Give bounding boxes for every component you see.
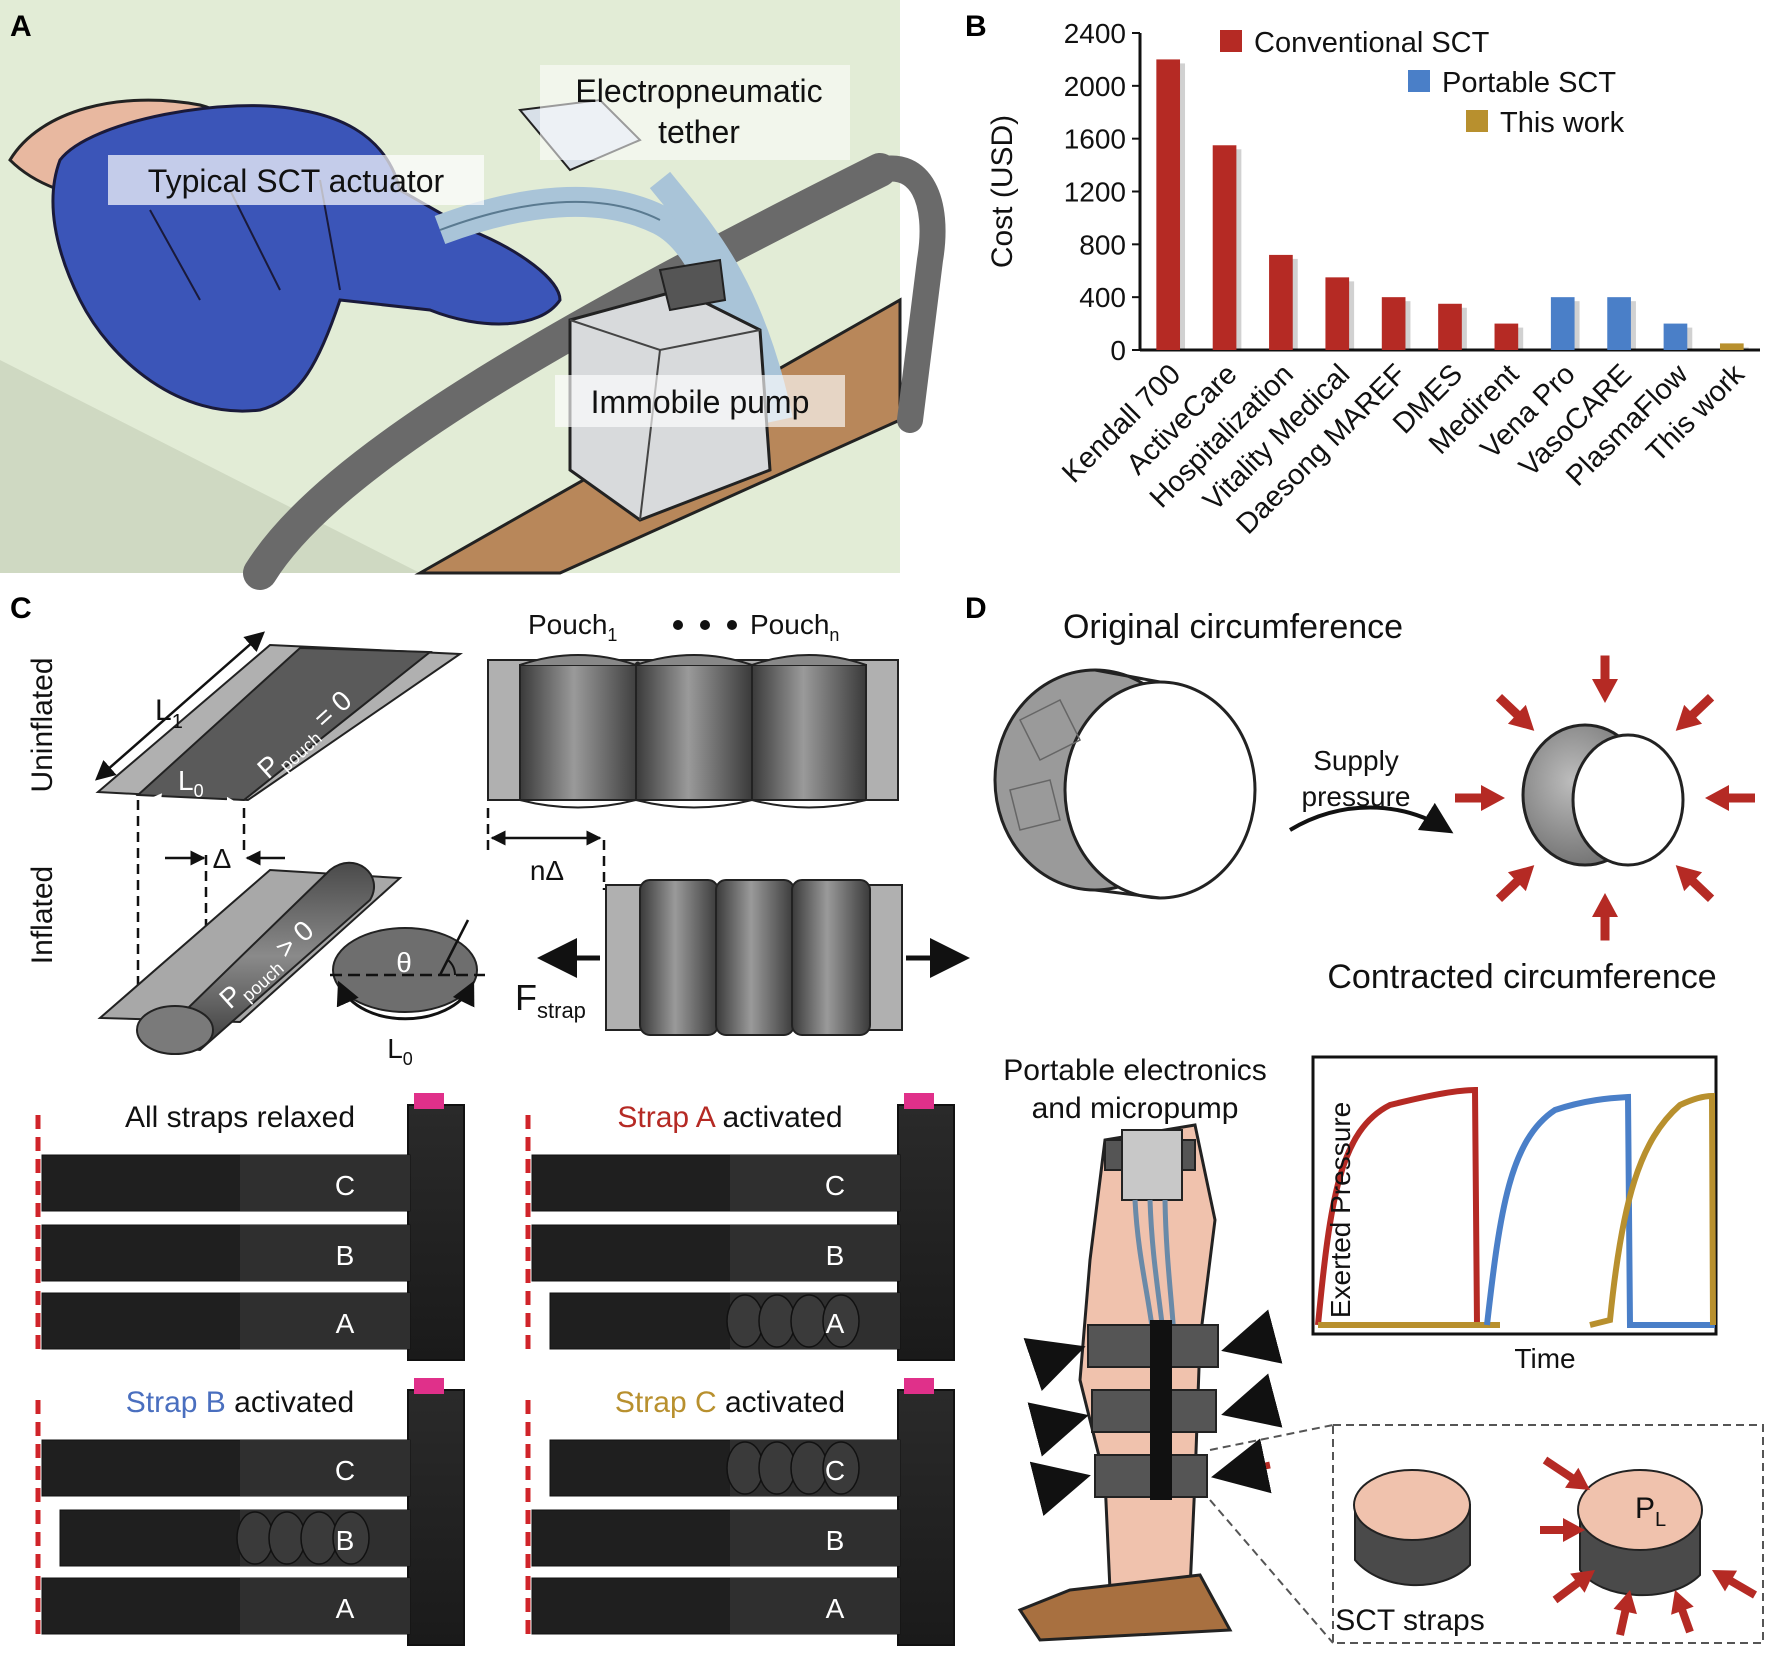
label-p-l: PL	[1635, 1492, 1666, 1531]
panel-d: D Original circumference Supply pressure…	[965, 592, 1764, 1644]
label-immobile-pump: Immobile pump	[591, 384, 810, 420]
pressure-plot: Exerted Pressure Time	[1311, 1055, 1718, 1374]
l1-dimension-arrow	[94, 631, 266, 781]
strap-letter: C	[825, 1170, 845, 1201]
shoe	[1017, 1573, 1233, 1642]
y-axis-label: Cost (USD)	[986, 115, 1019, 268]
label-l0: L0	[178, 765, 204, 801]
label-portable-electronics: Portable electronics	[1003, 1054, 1266, 1087]
label-electropneumatic: Electropneumatic	[575, 73, 822, 109]
contraction-arrows	[1455, 655, 1755, 941]
strap-photo-title: Strap A activated	[617, 1101, 842, 1134]
bar	[1325, 277, 1350, 350]
y-tick-label: 1600	[1064, 124, 1126, 155]
bar	[1494, 323, 1519, 350]
y-tick-label: 400	[1079, 282, 1126, 313]
panel-c: C Uninflated Inflated L1 L0 Ppouch = 0 Δ…	[10, 592, 970, 1646]
label-delta: Δ	[213, 843, 232, 874]
strap-letter: B	[336, 1525, 355, 1556]
bar	[1663, 323, 1688, 350]
bar	[1269, 254, 1293, 350]
panel-letter-b: B	[965, 10, 987, 43]
bar	[1212, 145, 1237, 350]
panel-a: A Typical SCT actuator Electropneumatic …	[0, 0, 946, 590]
y-tick-label: 2400	[1064, 18, 1126, 49]
electronics-box	[1121, 1129, 1183, 1201]
label-l0-arc: L0	[387, 1033, 413, 1069]
strap-photo-title: All straps relaxed	[125, 1101, 355, 1134]
pressure-plot-ylabel: Exerted Pressure	[1325, 1102, 1356, 1318]
legend-label: Conventional SCT	[1254, 27, 1490, 59]
label-pouch-1: Pouch1	[528, 609, 617, 645]
l0-dimension-arrow	[146, 793, 242, 812]
label-contracted-circumference: Contracted circumference	[1327, 958, 1716, 996]
legend-swatch	[1466, 110, 1488, 132]
pouch-array-inflated: Fstrap	[515, 879, 970, 1036]
y-tick-label: 1200	[1064, 177, 1126, 208]
strap-letter: A	[826, 1308, 845, 1339]
y-tick-label: 2000	[1064, 71, 1126, 102]
label-tether: tether	[658, 114, 740, 150]
original-band	[993, 668, 1257, 900]
strap-photo-title: Strap B activated	[126, 1386, 354, 1419]
label-inflated: Inflated	[26, 866, 59, 964]
strap-letter: B	[826, 1240, 845, 1271]
panel-letter-c: C	[10, 592, 32, 625]
legend-swatch	[1220, 30, 1242, 52]
label-typical-sct-actuator: Typical SCT actuator	[148, 163, 445, 199]
label-original-circumference: Original circumference	[1063, 608, 1403, 646]
pressure-plot-xlabel: Time	[1514, 1343, 1575, 1374]
label-sct-straps: SCT straps	[1335, 1604, 1485, 1637]
strap-letter: A	[826, 1593, 845, 1624]
bar	[1607, 297, 1631, 350]
bed-rail	[243, 153, 897, 590]
panel-letter-a: A	[10, 10, 32, 43]
uninflated-pouch-diagram: L1 L0 Ppouch = 0	[94, 631, 464, 812]
bar	[1550, 297, 1575, 350]
pouch-cross-section: θ L0	[330, 919, 485, 1069]
label-supply: Supply	[1313, 745, 1399, 776]
label-pouch-n: Pouchn	[750, 609, 839, 645]
legend-label: This work	[1500, 107, 1625, 139]
label-micropump: and micropump	[1032, 1092, 1239, 1125]
legend-label: Portable SCT	[1442, 67, 1616, 99]
y-tick-label: 800	[1079, 229, 1126, 260]
strap-letter: C	[335, 1455, 355, 1486]
label-uninflated: Uninflated	[26, 657, 59, 792]
contracted-band	[1521, 723, 1685, 867]
strap-letter: A	[336, 1593, 355, 1624]
y-tick-label: 0	[1110, 335, 1126, 366]
bar	[1438, 303, 1462, 350]
legend-swatch	[1408, 70, 1430, 92]
label-f-strap: Fstrap	[515, 977, 586, 1023]
strap-inset: PL SCT straps	[1209, 1424, 1764, 1644]
pouch-array-uninflated: Pouch1 Pouchn	[487, 609, 899, 809]
bar	[1719, 343, 1744, 350]
label-n-delta: nΔ	[530, 855, 564, 886]
strap-letter: C	[825, 1455, 845, 1486]
strap-letter: B	[336, 1240, 355, 1271]
strap-letter: C	[335, 1170, 355, 1201]
strap-letter: B	[826, 1525, 845, 1556]
leg-illustration	[1017, 1123, 1283, 1642]
label-theta: θ	[396, 947, 412, 978]
panel-letter-d: D	[965, 592, 987, 625]
strap-photo-title: Strap C activated	[615, 1386, 845, 1419]
bar	[1156, 59, 1181, 351]
strap-letter: A	[336, 1308, 355, 1339]
label-l1: L1	[155, 694, 183, 733]
label-pressure: pressure	[1302, 781, 1411, 812]
bar	[1381, 297, 1406, 350]
inflated-pouch-diagram: Ppouch > 0	[97, 861, 403, 1055]
